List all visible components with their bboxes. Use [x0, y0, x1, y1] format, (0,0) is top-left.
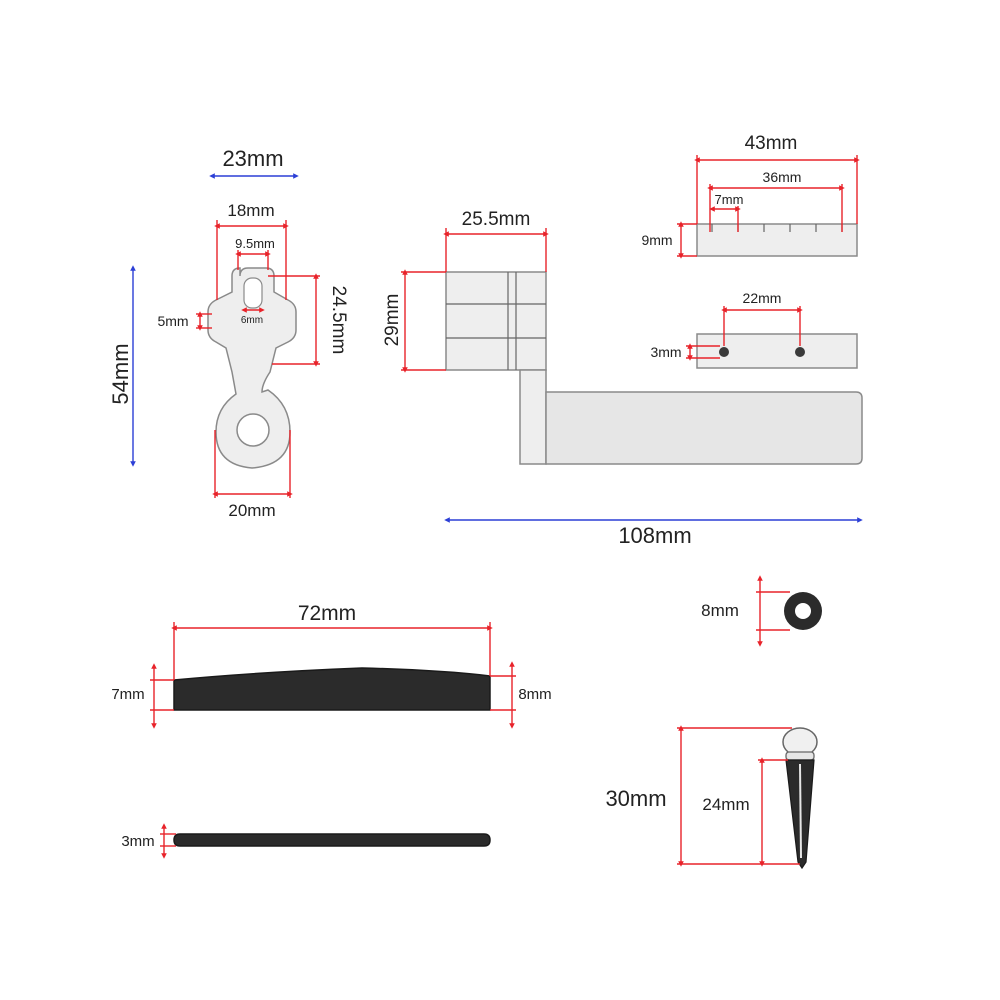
- saddle-front: [173, 667, 491, 711]
- saddle-top: [173, 833, 491, 847]
- nut-hole-spacing-label: 22mm: [743, 290, 782, 306]
- nut-span-label: 36mm: [763, 169, 802, 185]
- nut-slot-spacing-label: 7mm: [715, 192, 744, 207]
- nut-length-label: 43mm: [745, 133, 798, 154]
- winder-width-inner-label: 18mm: [227, 201, 274, 220]
- winder-front-view: [207, 267, 297, 469]
- side-block-height-label: 29mm: [382, 294, 403, 347]
- saddle-height-left-label: 7mm: [111, 686, 144, 703]
- nut-hole-diameter-label: 3mm: [650, 344, 681, 360]
- saddle-thickness-label: 3mm: [121, 833, 154, 850]
- nut-holes: [696, 333, 858, 369]
- side-total-length-label: 108mm: [618, 523, 691, 548]
- bridge-pin: [782, 727, 818, 870]
- washer-diameter-label: 8mm: [701, 601, 739, 620]
- nut-slotted: [696, 223, 858, 257]
- washer: [784, 592, 822, 630]
- winder-side-height-label: 5mm: [157, 313, 188, 329]
- pin-shaft-length-label: 24mm: [702, 795, 749, 814]
- winder-head-block: [445, 271, 547, 371]
- nut-body: [696, 223, 858, 257]
- side-top-width-label: 25.5mm: [462, 209, 531, 230]
- winder-side-view: [445, 271, 863, 465]
- winder-slot-width-label: 9.5mm: [235, 236, 275, 251]
- saddle-height-right-label: 8mm: [518, 686, 551, 703]
- nut-height-label: 9mm: [641, 232, 672, 248]
- winder-slot-inner-label: 6mm: [241, 315, 263, 326]
- winder-handle: [545, 391, 863, 465]
- pin-total-length-label: 30mm: [605, 786, 666, 811]
- winder-head-height-label: 24.5mm: [328, 286, 349, 355]
- winder-total-height-label: 54mm: [108, 343, 133, 404]
- winder-width-top-label: 23mm: [222, 146, 283, 171]
- saddle-length-label: 72mm: [298, 602, 356, 625]
- winder-bottom-width-label: 20mm: [228, 501, 275, 520]
